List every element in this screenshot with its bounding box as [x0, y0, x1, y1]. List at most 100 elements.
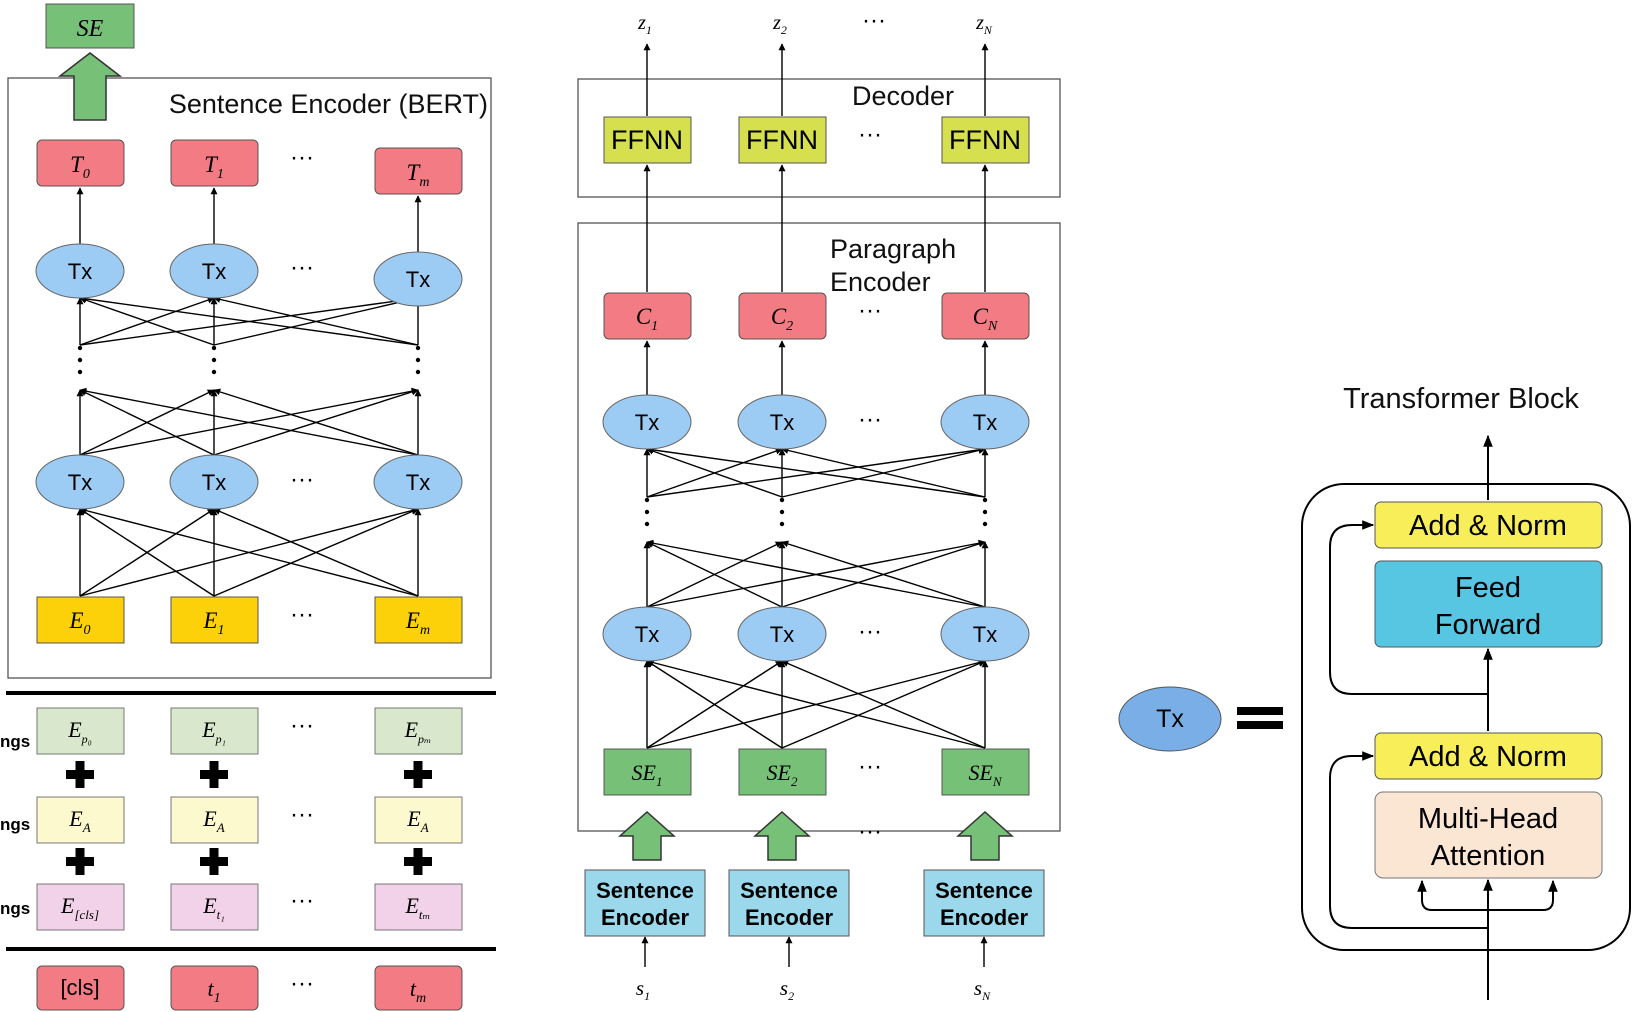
bert-tx-top-ellipsis: ···	[290, 254, 314, 281]
equals-icon	[1237, 707, 1283, 729]
add-norm-top-box	[1374, 501, 1603, 549]
segment-cell: EA	[68, 806, 90, 835]
ellipsis-dot	[415, 369, 421, 375]
connection-line	[79, 296, 215, 346]
position-row-label: ngs	[0, 732, 30, 751]
tx-node	[373, 251, 463, 307]
svg-text:Tm: Tm	[407, 160, 430, 190]
ellipsis-dot	[982, 509, 988, 515]
attention-label: Multi-Head	[1418, 803, 1558, 835]
se-output-label: SE	[77, 16, 104, 42]
tx-node	[737, 394, 827, 450]
tx-node	[602, 606, 692, 662]
paragraph-tx-top-layer: Tx Tx Tx	[602, 394, 1030, 450]
ellipsis-dot	[982, 521, 988, 527]
bert-title: Sentence Encoder (BERT)	[169, 89, 488, 119]
bert-output-ellipsis: ···	[290, 144, 314, 171]
sentence-embedding-layer: SE1 SE2 SEN	[603, 748, 1030, 796]
plus-icon	[200, 761, 228, 788]
attention-label: Attention	[1431, 840, 1545, 872]
sentence-embedding-se2: SE2	[767, 760, 798, 789]
token-cell: E[cls]	[60, 893, 99, 922]
sentence-encoder-label: Sentence	[740, 878, 838, 903]
connection-line	[79, 295, 419, 346]
legend-tx-label: Tx	[1156, 705, 1184, 733]
sentence-encoder-label: Encoder	[745, 905, 833, 930]
ffnn-label: FFNN	[746, 125, 818, 155]
connection-line	[646, 660, 783, 749]
connection-lines	[76, 43, 989, 967]
ellipsis-dot	[77, 345, 83, 351]
tx-node	[169, 243, 259, 299]
connection-line	[213, 508, 419, 597]
ellipsis-dot	[211, 369, 217, 375]
bert-tx-top-layer: Tx Tx Tx	[35, 243, 463, 307]
sentence-encoder-label: Encoder	[601, 905, 689, 930]
ellipsis-dot	[644, 521, 650, 527]
output-tm: Tm	[374, 147, 463, 195]
svg-text:E1: E1	[202, 608, 224, 638]
plus-signs	[66, 761, 432, 875]
connection-line	[79, 508, 215, 597]
ellipsis-dot	[644, 497, 650, 503]
position-cell: Ep₀	[67, 717, 92, 746]
bert-tx-bottom-layer: Tx Tx Tx	[35, 454, 463, 510]
connection-line	[213, 388, 419, 456]
svg-text:T0: T0	[70, 152, 90, 182]
output-z2: z2	[772, 12, 787, 37]
output-zn: zN	[975, 12, 993, 37]
ellipsis-dot	[415, 357, 421, 363]
connection-line	[646, 539, 986, 608]
ffnn-layer: FFNN FFNN FFNN	[603, 116, 1030, 164]
position-row-ellipsis: ···	[290, 712, 314, 739]
tx-label: Tx	[973, 622, 997, 647]
ellipsis-dot	[77, 357, 83, 363]
ffnn-ellipsis: ···	[858, 121, 882, 148]
sentence-encoder-box	[584, 869, 706, 937]
add-norm-bottom-label: Add & Norm	[1409, 741, 1567, 773]
context-c2: C2	[771, 304, 793, 334]
svg-text:T1: T1	[204, 152, 224, 182]
transformer-block-components: Add & Norm Feed Forward Add & Norm Multi…	[1374, 501, 1603, 879]
token-cell: Etₘ	[404, 893, 430, 922]
segment-row-ellipsis: ···	[290, 801, 314, 828]
position-cell: Ep₁	[201, 717, 226, 746]
tx-label: Tx	[406, 470, 430, 495]
add-norm-top-label: Add & Norm	[1409, 510, 1567, 542]
encoder-arrow-ellipsis: ···	[858, 818, 882, 845]
ellipsis-dot	[77, 369, 83, 375]
token-ellipsis: ···	[290, 970, 314, 997]
sentence-encoder-label: Encoder	[940, 905, 1028, 930]
sentence-embedding-se1: SE1	[632, 760, 663, 789]
legend-tx-node	[1118, 686, 1222, 752]
tx-node	[35, 243, 125, 299]
sentence-encoder-box	[923, 869, 1045, 937]
tx-node	[602, 394, 692, 450]
decoder-output-ellipsis: ···	[862, 7, 886, 34]
connection-line	[646, 659, 986, 749]
position-cell: Epₘ	[404, 717, 432, 746]
context-c1: C1	[636, 304, 658, 334]
tx-label: Tx	[770, 622, 794, 647]
connection-line	[781, 660, 986, 749]
ellipsis-dot	[644, 509, 650, 515]
up-arrow-icon	[753, 810, 811, 861]
tx-node	[737, 606, 827, 662]
context-layer: C1 C2 CN	[603, 292, 1030, 340]
sentence-encoder-boxes: Sentence Encoder Sentence Encoder Senten…	[584, 869, 1045, 937]
paragraph-encoder-frame	[577, 222, 1061, 832]
embedding-em: Em	[374, 596, 463, 644]
tx-label: Tx	[973, 410, 997, 435]
connection-line	[213, 296, 419, 346]
input-s1: s1	[636, 976, 650, 1003]
transformer-block-title: Transformer Block	[1343, 383, 1579, 415]
tx-label: Tx	[202, 259, 226, 284]
token-row-label: ngs	[0, 899, 30, 918]
layer-ellipsis-dots	[77, 345, 988, 527]
paragraph-tx-bottom-ellipsis: ···	[858, 618, 882, 645]
output-t0: T0	[36, 139, 125, 187]
ffnn-label: FFNN	[949, 125, 1021, 155]
input-tokens-row: [cls] t1 tm	[36, 965, 463, 1011]
multi-head-attention-box	[1374, 791, 1603, 879]
